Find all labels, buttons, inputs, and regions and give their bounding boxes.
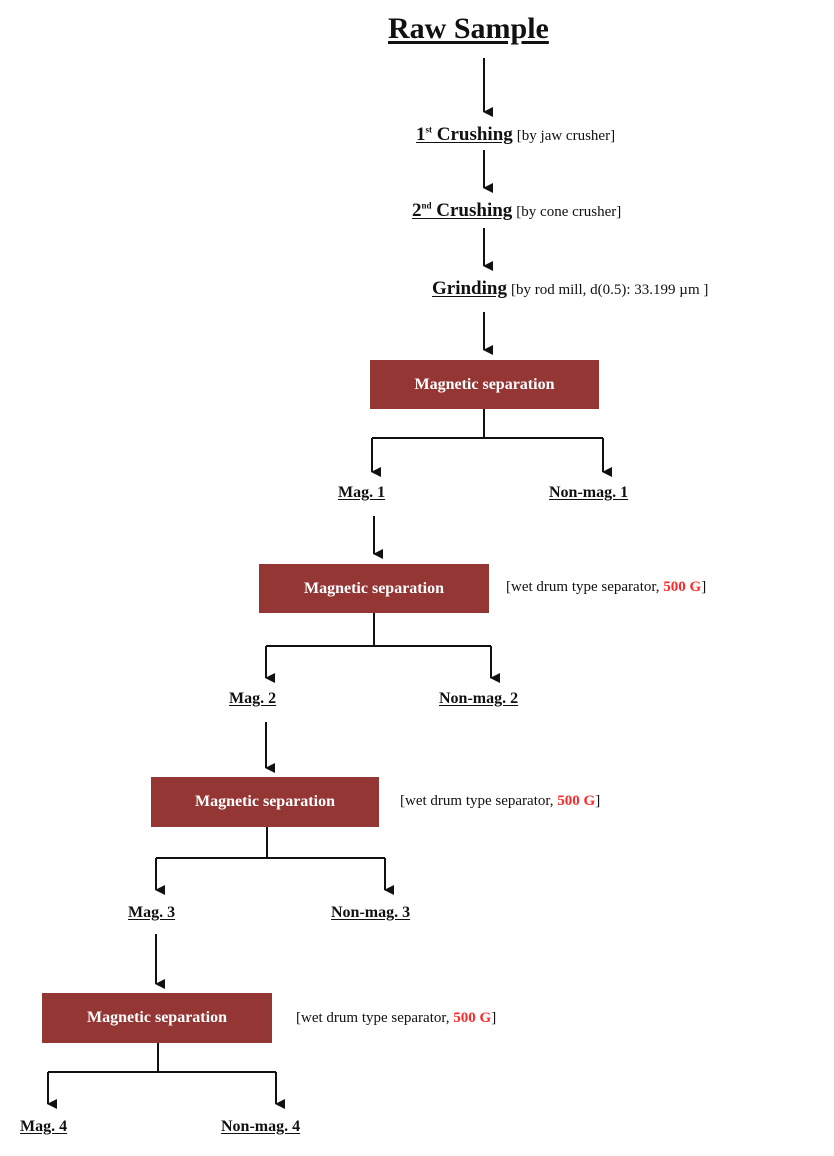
condition-field-strength: 500 G xyxy=(453,1010,492,1026)
product-mag-4: Mag. 4 xyxy=(20,1118,68,1135)
step-number: 2 xyxy=(412,200,422,221)
step-crushing-1: 1st Crushing[by jaw crusher] xyxy=(416,124,615,146)
separation-condition-2: [wet drum type separator, 500 G] xyxy=(506,579,706,596)
product-nonmag-4: Non-mag. 4 xyxy=(221,1118,301,1135)
product-mag-2: Mag. 2 xyxy=(229,690,277,707)
step-name: 2nd Crushing xyxy=(412,200,512,221)
product-mag-1: Mag. 1 xyxy=(338,484,386,501)
step-crushing-2: 2nd Crushing[by cone crusher] xyxy=(412,200,621,222)
condition-text-end: ] xyxy=(595,793,601,809)
condition-text: [wet drum type separator, xyxy=(400,793,558,809)
step-grinding: Grinding[by rod mill, d(0.5): 33.199 µm … xyxy=(432,278,708,300)
step-ordinal-suffix: st xyxy=(425,124,433,135)
magnetic-separation-box-2: Magnetic separation xyxy=(259,564,489,613)
step-name: Grinding xyxy=(432,278,507,299)
magnetic-separation-box-3: Magnetic separation xyxy=(151,777,379,827)
product-nonmag-2: Non-mag. 2 xyxy=(439,690,519,707)
condition-field-strength: 500 G xyxy=(663,579,702,595)
magnetic-separation-box-1: Magnetic separation xyxy=(370,360,599,409)
separation-condition-3: [wet drum type separator, 500 G] xyxy=(400,793,600,810)
product-nonmag-1: Non-mag. 1 xyxy=(549,484,629,501)
step-ordinal-suffix: nd xyxy=(421,200,432,211)
condition-text: [wet drum type separator, xyxy=(506,579,664,595)
step-label: Crushing xyxy=(432,124,513,145)
step-note: [by cone crusher] xyxy=(516,204,622,220)
step-label: Grinding xyxy=(432,278,507,299)
product-nonmag-3: Non-mag. 3 xyxy=(331,904,411,921)
condition-field-strength: 500 G xyxy=(557,793,596,809)
condition-text: [wet drum type separator, xyxy=(296,1010,454,1026)
step-name: 1st Crushing xyxy=(416,124,513,145)
diagram-title: Raw Sample xyxy=(388,12,549,45)
step-note: [by rod mill, d(0.5): 33.199 µm ] xyxy=(510,282,709,298)
step-label: Crushing xyxy=(431,200,513,221)
product-mag-3: Mag. 3 xyxy=(128,904,176,921)
step-number: 1 xyxy=(416,124,426,145)
step-note: [by jaw crusher] xyxy=(516,128,616,144)
condition-text-end: ] xyxy=(701,579,707,595)
magnetic-separation-box-4: Magnetic separation xyxy=(42,993,272,1043)
separation-condition-4: [wet drum type separator, 500 G] xyxy=(296,1010,496,1027)
condition-text-end: ] xyxy=(491,1010,497,1026)
